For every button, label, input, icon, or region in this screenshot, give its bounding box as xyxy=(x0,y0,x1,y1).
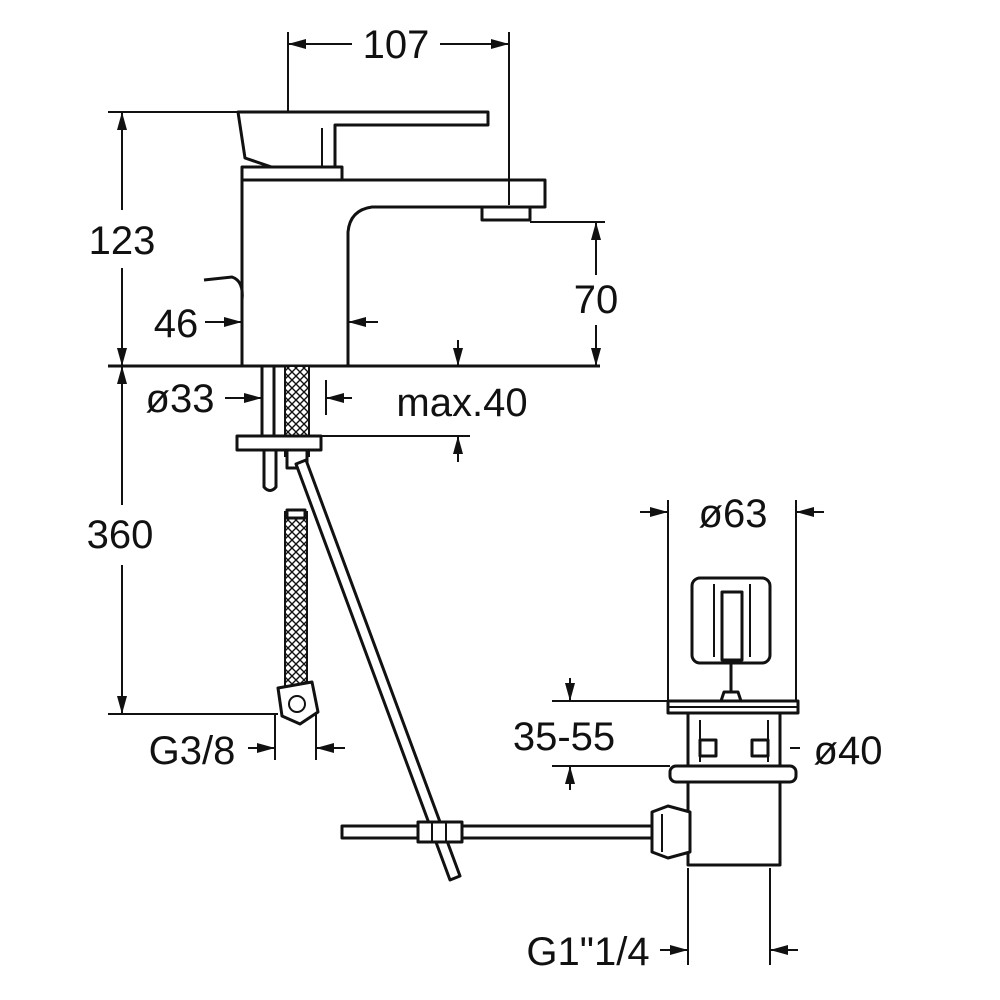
popup-rod xyxy=(294,458,462,882)
dim-hose-connection: G3/8 xyxy=(149,729,236,773)
faucet-body xyxy=(240,178,547,368)
hose-end-fitting xyxy=(276,680,320,726)
dim-spout-clearance: 70 xyxy=(574,278,619,322)
waste-group xyxy=(340,576,800,867)
waste-locknut xyxy=(668,764,798,784)
horizontal-link-rod xyxy=(340,824,654,840)
dim-waste-basin-thickness: 35-55 xyxy=(513,715,615,759)
dim-shank-diameter: ø33 xyxy=(146,377,215,421)
fixing-plate xyxy=(235,434,323,452)
dim-lever-offset: 46 xyxy=(154,302,199,346)
dim-waste-flange-diameter: ø63 xyxy=(699,492,768,536)
dimension-lines xyxy=(108,32,824,965)
braided-hose-lower xyxy=(284,511,308,688)
dim-tap-height: 123 xyxy=(89,219,156,263)
faucet-body-group xyxy=(108,110,600,368)
aerator xyxy=(480,205,532,222)
dim-max-deck-thickness: max.40 xyxy=(396,381,527,425)
dim-waste-hole-diameter: ø40 xyxy=(814,729,883,773)
lever-handle xyxy=(236,110,490,178)
under-deck-group xyxy=(235,364,462,882)
popup-rod-handle xyxy=(203,275,244,322)
waste-tail xyxy=(686,780,782,867)
threaded-shank xyxy=(260,364,276,438)
waste-rod-connector xyxy=(650,804,692,860)
dim-spout-reach: 107 xyxy=(363,23,430,67)
dimension-labels: 107 123 70 46 ø33 max.40 360 G3/8 ø63 35… xyxy=(87,23,883,974)
fixing-stud xyxy=(262,448,278,492)
dim-waste-thread: G1"1/4 xyxy=(526,930,649,974)
dim-hose-length: 360 xyxy=(87,513,154,557)
rod-clamp xyxy=(416,820,464,844)
